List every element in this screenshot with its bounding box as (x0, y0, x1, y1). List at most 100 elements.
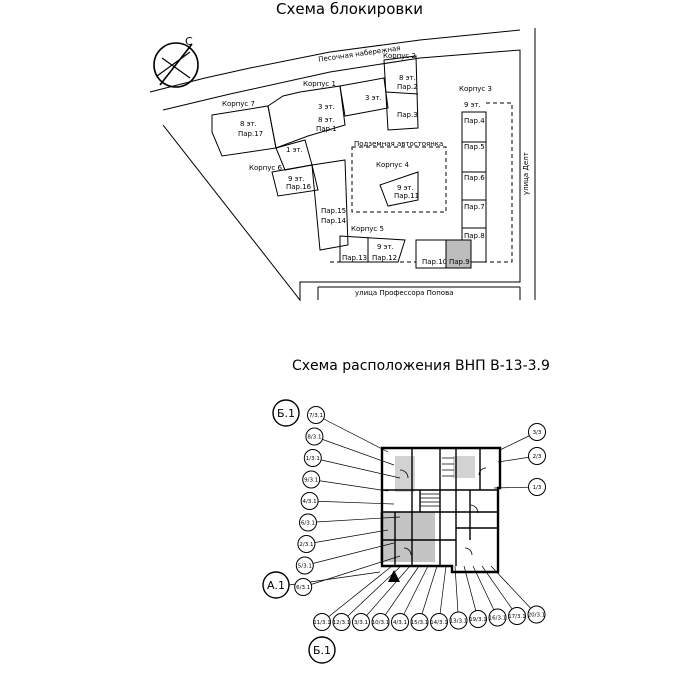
bottom-callout-9-leader (472, 565, 498, 618)
building-2-entrance: Пар.2 (397, 83, 418, 91)
bottom-callout-0-leader (321, 565, 393, 623)
bottom-callout-1-label: 12/3.1 (333, 620, 351, 626)
building-5-entrance: Пар.12 (372, 254, 397, 262)
left-callout-2-leader (312, 457, 401, 479)
bottom-callout-6-circle (430, 613, 448, 631)
left-callout-3-leader (311, 479, 389, 492)
building-3-entrance: Пар.4 (464, 117, 485, 125)
left-callout-0-leader (315, 414, 389, 453)
compass-icon: С (153, 35, 199, 88)
left-callout-8-leader (303, 555, 401, 588)
left-callout-2-label: 1/3.1 (306, 456, 320, 462)
bottom-callout-4-label: 4/3.1 (393, 620, 407, 626)
floor-label-c: 1 эт. (286, 146, 303, 154)
axis-marker-b1-bottom: Б.1 (308, 636, 336, 664)
bottom-callout-7-label: 13/3.1 (450, 619, 468, 625)
bottom-callout-10-leader (481, 565, 518, 617)
floor-plan: Б.1 А.1 Б.1 7/3.18/3.11/3.19/3.14/3.16/3… (262, 399, 546, 664)
bottom-callout-8-leader (463, 565, 479, 620)
bottom-callout-2: 3/3.1 (352, 565, 411, 631)
bottom-callout-10: 17/3.1 (481, 565, 526, 625)
entrance-6: Пар.6 (464, 174, 485, 182)
building-2-floors: 8 эт. (399, 74, 416, 82)
bottom-callout-11: 20/3.1 (490, 565, 546, 624)
left-callout-4-circle (300, 492, 319, 510)
left-callouts: 7/3.18/3.11/3.19/3.14/3.16/3.12/3.15/3.1… (294, 406, 401, 596)
entrance-14: Пар.14 (321, 217, 347, 225)
bottom-callout-7: 13/3.1 (449, 565, 468, 630)
bottom-callout-3-circle (371, 613, 390, 631)
entrance-13: Пар.13 (342, 254, 367, 262)
bottom-callout-4-circle (391, 613, 409, 631)
right-callout-0: 3/3 (499, 423, 546, 451)
left-callout-7-label: 5/3.1 (298, 564, 312, 570)
left-callout-3-circle (302, 470, 321, 489)
building-7-floors: 8 эт. (240, 120, 257, 128)
compass-label: С (185, 35, 193, 48)
building-3-name: Корпус 3 (459, 85, 492, 93)
bottom-callout-3-label: 10/3.1 (372, 620, 390, 626)
bottom-callout-0: 11/3.1 (313, 565, 393, 631)
parking-outline-2 (486, 102, 513, 263)
building-2-outline (383, 55, 419, 131)
floor-label-a: 3 эт. (318, 103, 335, 111)
building-4-floors: 9 эт. (397, 184, 414, 192)
bottom-callout-5: 15/3.1 (410, 565, 438, 631)
left-callout-7-leader (304, 542, 395, 566)
building-4-entrance: Пар.11 (394, 192, 419, 200)
bottom-callout-8-label: 19/3.1 (469, 617, 487, 623)
bottom-callout-6-label: 14/3.1 (430, 620, 448, 626)
right-callouts: 3/3 2/3 1/3 (493, 423, 546, 496)
street-east-label: улица Делт (522, 152, 530, 195)
entrance-10: Пар.10 (422, 258, 447, 266)
bottom-callout-2-leader (360, 565, 411, 623)
building-6-name: Корпус 6 (249, 164, 282, 172)
left-callout-4: 4/3.1 (300, 492, 395, 510)
building-15-14-outline (311, 159, 349, 251)
bottom-callout-2-circle (352, 613, 370, 631)
right-callout-0-circle (528, 423, 546, 441)
plan-door-arcs (399, 467, 487, 556)
right-callout-2: 1/3 (493, 478, 546, 496)
right-callout-0-label: 3/3 (533, 430, 542, 436)
bottom-callout-4: 4/3.1 (391, 565, 429, 631)
bottom-callout-11-circle (527, 605, 546, 624)
building-1-floors: 8 эт. (318, 116, 335, 124)
left-callout-5-label: 6/3.1 (301, 521, 315, 527)
entrance-7: Пар.7 (464, 203, 485, 211)
building-5-name: Корпус 5 (351, 225, 384, 233)
left-callout-8-circle (294, 578, 313, 596)
left-callout-4-label: 4/3.1 (303, 499, 317, 505)
left-callout-6-leader (306, 529, 389, 545)
left-callout-5-circle (299, 513, 317, 532)
building-2-name: Корпус 2 (383, 52, 416, 60)
street-south-label: улица Профессора Попова (355, 289, 454, 297)
bottom-callout-1: 12/3.1 (332, 565, 402, 631)
bottom-callout-4-leader (399, 565, 429, 623)
left-callout-8-label: 6/3.1 (296, 585, 310, 591)
building-4-outline (379, 171, 419, 207)
floor-label-b: 3 эт. (365, 94, 382, 102)
parking-outline (351, 146, 447, 213)
building-5-outline (339, 235, 406, 263)
plan-shaded-area-1 (380, 512, 435, 562)
right-callout-1: 2/3 (497, 447, 546, 465)
bottom-callout-7-leader (454, 565, 459, 621)
building-6-floors: 9 эт. (288, 175, 305, 183)
left-callout-3: 9/3.1 (302, 470, 389, 492)
entrance-9: Пар.9 (449, 258, 470, 266)
bottom-callout-8: 19/3.1 (463, 565, 487, 628)
bottom-callout-1-leader (341, 565, 402, 623)
left-callout-8: 6/3.1 (294, 555, 401, 596)
plan-shaded-area-3 (453, 456, 475, 478)
bottom-callout-6-leader (438, 565, 447, 623)
axis-label-b1-top: Б.1 (277, 407, 295, 420)
bottom-callout-5-circle (410, 613, 429, 631)
street-north-line (149, 29, 521, 93)
entrance-15: Пар.15 (321, 207, 346, 215)
plan-outer-wall (380, 446, 502, 574)
left-callout-1: 8/3.1 (305, 427, 395, 466)
